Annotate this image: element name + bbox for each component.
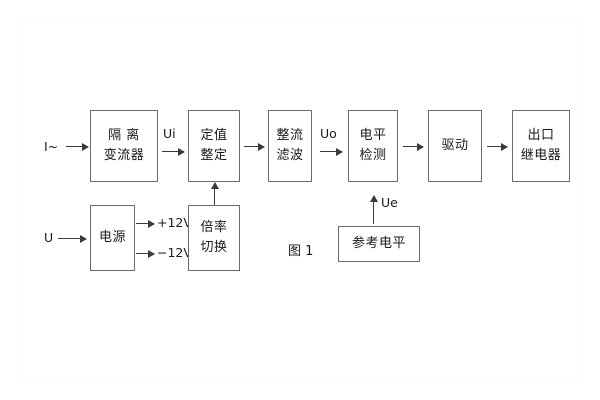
block-drive[interactable]: 驱动 [428,110,482,182]
block-reference-level[interactable]: 参考电平 [338,226,420,262]
block-output-relay-line-1: 出口 [527,127,555,143]
block-power-supply-line-1: 电源 [98,229,126,245]
block-power-supply[interactable]: 电源 [90,205,135,271]
block-output-relay-line-2: 继电器 [520,148,562,163]
block-isolation-ct[interactable]: 隔 离 变流器 [90,110,158,182]
arrow-reference-level-to-level-detect [369,195,378,224]
block-setting-value[interactable]: 定值 整定 [188,110,240,182]
arrow-level-detect-to-drive [403,142,424,151]
block-reference-level-line-1: 参考电平 [351,235,406,251]
block-output-relay[interactable]: 出口 继电器 [512,110,570,182]
arrow-voltage-to-power-supply [58,234,87,243]
arrow-ratio-switch-to-setting-value [210,182,219,205]
block-ratio-switch-line-1: 倍率 [200,219,228,235]
block-setting-value-line-2: 整定 [200,148,228,163]
ue-signal-label: Ue [381,195,398,210]
block-level-detect[interactable]: 电平 检测 [348,110,398,182]
block-rectify-filter-line-1: 整流 [276,127,304,143]
block-level-detect-line-2: 检测 [359,148,387,163]
figure-caption: 图 1 [288,244,314,259]
block-rectify-filter-line-2: 滤波 [276,148,304,163]
arrow-rail-positive [136,219,155,228]
arrow-isolation-ct-to-setting-value [162,147,185,156]
rail-positive-label: +12V [157,215,192,230]
arrow-rail-negative [136,249,155,258]
figure-frame [18,20,582,380]
uo-signal-label: Uo [320,126,337,141]
block-setting-value-line-1: 定值 [200,127,228,143]
arrow-rectify-filter-to-level-detect [320,147,343,156]
block-ratio-switch-line-2: 切换 [200,240,228,255]
arrow-drive-to-output-relay [487,142,508,151]
block-rectify-filter[interactable]: 整流 滤波 [268,110,312,182]
ui-signal-label: Ui [163,126,176,141]
block-drive-line-1: 驱动 [441,137,469,153]
block-ratio-switch[interactable]: 倍率 切换 [188,205,240,271]
voltage-input-label: U [44,230,54,245]
block-isolation-ct-line-2: 变流器 [103,148,145,163]
arrow-current-to-isolation-ct [66,142,89,151]
rail-negative-label: −12V [157,245,192,260]
arrow-setting-value-to-rectify-filter [244,142,265,151]
block-level-detect-line-1: 电平 [359,127,387,143]
block-isolation-ct-line-1: 隔 离 [108,127,140,143]
current-input-label: I~ [44,139,59,154]
